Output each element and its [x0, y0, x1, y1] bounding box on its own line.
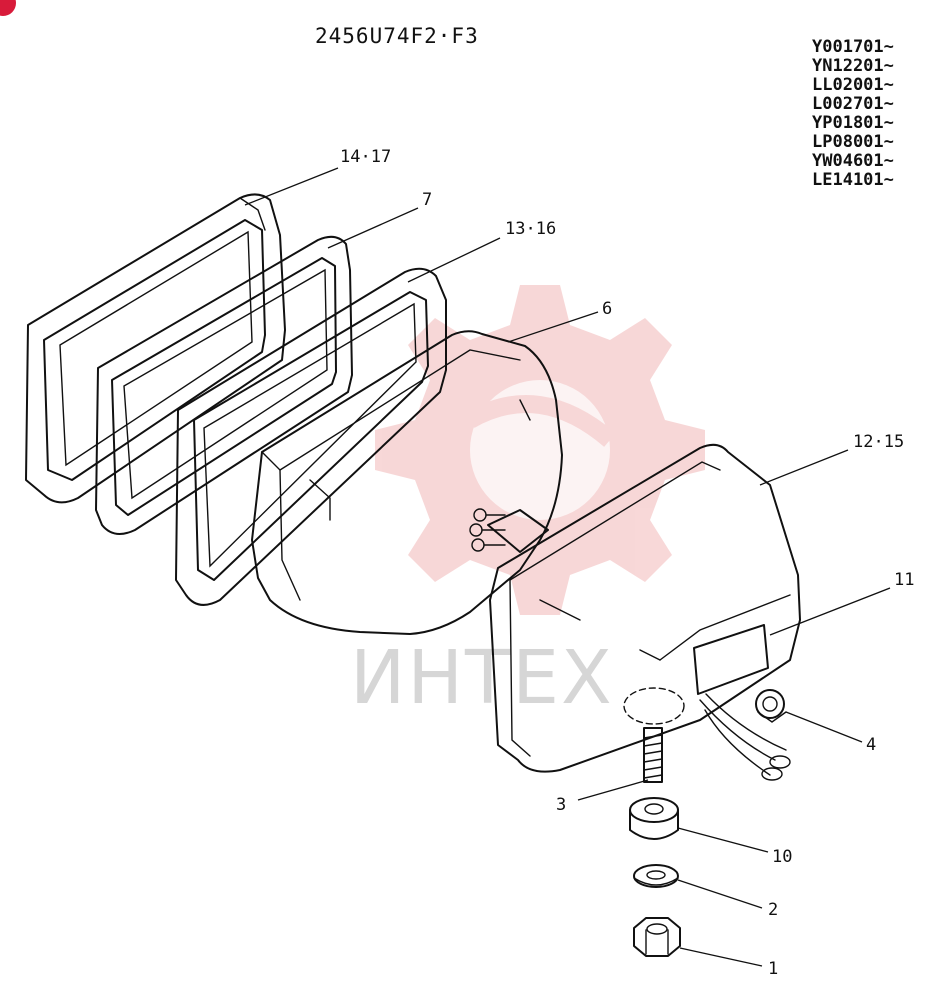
- diagram-title: 2456U74F2·F3: [315, 24, 479, 48]
- serial-range-7: YW04601~: [812, 151, 894, 171]
- callout-leaders: [244, 167, 891, 967]
- part-label-plate: [693, 624, 769, 695]
- serial-range-3: LL02001~: [812, 75, 894, 95]
- part-housing: [489, 443, 801, 781]
- watermark-logo: [375, 285, 705, 615]
- part-lamp-unit: [251, 330, 563, 635]
- serial-range-2: YN12201~: [812, 56, 894, 76]
- serial-range-1: Y001701~: [812, 37, 894, 57]
- part-nut: [633, 917, 681, 957]
- serial-range-5: YP01801~: [812, 113, 894, 133]
- callout-label-14-17: 14·17: [340, 147, 391, 167]
- part-washer: [633, 864, 679, 888]
- callout-label-13-16: 13·16: [505, 219, 556, 239]
- callout-label-4: 4: [866, 735, 876, 755]
- part-frame-rim: [95, 235, 353, 535]
- part-spacer: [629, 797, 679, 840]
- part-outer-gasket: [25, 193, 286, 504]
- callout-label-2: 2: [768, 900, 778, 920]
- corner-badge-icon: [0, 0, 16, 16]
- callout-label-1: 1: [768, 959, 778, 979]
- part-inner-gasket: [175, 267, 447, 606]
- watermark-gear-icon: [375, 285, 705, 615]
- serial-range-4: L002701~: [812, 94, 894, 114]
- callout-label-6: 6: [602, 299, 612, 319]
- callout-label-11: 11: [894, 570, 914, 590]
- callout-label-3: 3: [556, 795, 566, 815]
- part-bolt: [643, 727, 663, 783]
- serial-range-6: LP08001~: [812, 132, 894, 152]
- callout-label-7: 7: [422, 190, 432, 210]
- serial-range-list: Y001701~ YN12201~ LL02001~ L002701~ YP01…: [812, 37, 894, 190]
- serial-range-8: LE14101~: [812, 170, 894, 190]
- callout-label-12-15: 12·15: [853, 432, 904, 452]
- watermark-text: ИНТЕХ: [350, 635, 614, 721]
- callout-label-10: 10: [772, 847, 792, 867]
- part-grommet: [755, 689, 787, 723]
